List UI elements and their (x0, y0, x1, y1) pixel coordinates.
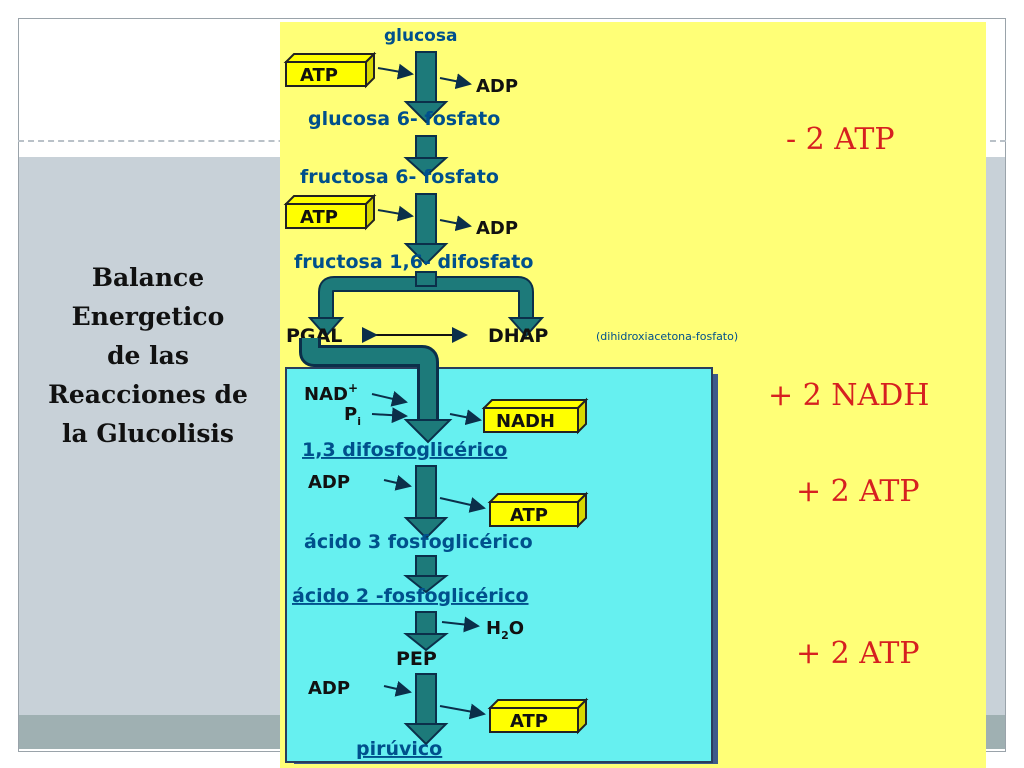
in-arrow-icon (371, 391, 408, 407)
balance-plus-atp-2: + 2 ATP (796, 636, 920, 671)
atp-label: ATP (510, 505, 548, 526)
label-adp-2: ADP (476, 218, 518, 239)
label-glucosa: glucosa (384, 26, 457, 46)
title-line: la Glucolisis (62, 419, 234, 448)
label-dhap: DHAP (488, 325, 548, 347)
label-h2o: H2O (486, 618, 524, 642)
in-arrow-icon (377, 205, 414, 222)
atp-label: ATP (300, 65, 338, 86)
label-piruvico: pirúvico (356, 738, 442, 760)
out-arrow-icon (439, 703, 486, 720)
down-arrow-icon (403, 51, 449, 124)
label-pep: PEP (396, 648, 437, 670)
atp-box-4: ATP (487, 697, 589, 735)
out-arrow-icon (441, 616, 480, 633)
in-arrow-icon (371, 407, 408, 424)
atp-label: ATP (300, 207, 338, 228)
label-adp-4: ADP (308, 678, 350, 699)
label-g6p: glucosa 6- fosfato (308, 108, 500, 130)
label-nad: NAD+ (304, 381, 358, 405)
down-arrow-icon (403, 135, 449, 178)
out-arrow-icon (439, 73, 472, 90)
title-line: de las (107, 341, 189, 370)
slide-title: Balance Energetico de las Reacciones de … (28, 258, 268, 453)
in-arrow-icon (383, 475, 412, 491)
nadh-label: NADH (496, 411, 555, 432)
in-arrow-icon (377, 63, 414, 80)
in-arrow-icon (383, 681, 412, 697)
nadh-box: NADH (481, 397, 589, 435)
label-adp-1: ADP (476, 76, 518, 97)
down-arrow-icon (403, 465, 449, 540)
label-2pg: ácido 2 -fosfoglicérico (292, 585, 529, 607)
out-arrow-icon (439, 497, 486, 513)
down-arrow-icon (403, 673, 449, 746)
out-arrow-icon (439, 215, 472, 232)
split-arrow-icon (307, 271, 545, 338)
atp-box-3: ATP (487, 491, 589, 529)
title-line: Balance (91, 263, 205, 292)
title-line: Energetico (71, 302, 225, 331)
atp-label: ATP (510, 711, 548, 732)
label-f6p: fructosa 6- fosfato (300, 166, 499, 188)
label-bpg: 1,3 difosfoglicérico (302, 439, 507, 461)
payoff-phase-box (285, 367, 713, 763)
label-adp-3: ADP (308, 472, 350, 493)
label-f16dp: fructosa 1,6- difosfato (294, 251, 533, 273)
atp-box-2: ATP (283, 193, 377, 231)
down-arrow-icon (403, 611, 449, 652)
balance-plus-atp-1: + 2 ATP (796, 474, 920, 509)
out-arrow-icon (449, 409, 482, 426)
title-line: Reacciones de (48, 380, 248, 409)
atp-box-1: ATP (283, 51, 377, 89)
down-arrow-icon (403, 555, 449, 594)
balance-plus-nadh: + 2 NADH (768, 378, 930, 413)
label-3pg: ácido 3 fosfoglicérico (304, 531, 533, 553)
balance-minus-atp: - 2 ATP (786, 122, 895, 157)
glycolysis-diagram: glucosa ATP ADP glucosa 6- fosfato fruct… (280, 22, 986, 768)
down-arrow-icon (403, 193, 449, 266)
pgal-arrow-icon (299, 338, 453, 444)
label-dhap-note: (dihidroxiacetona-fosfato) (596, 330, 738, 343)
label-pi: Pi (344, 404, 361, 428)
